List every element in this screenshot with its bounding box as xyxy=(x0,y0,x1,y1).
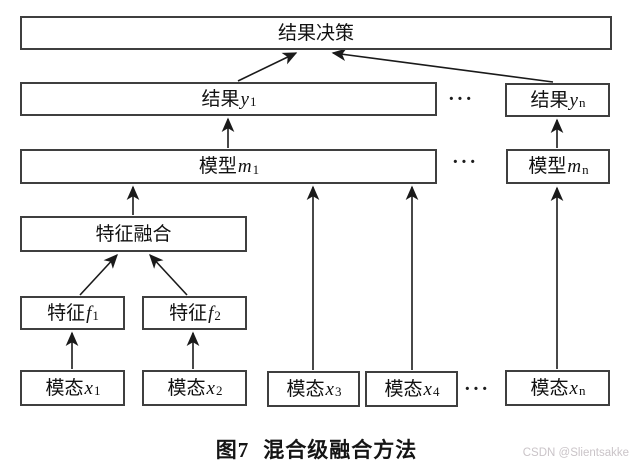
arrow-feature-f2-to-fusion xyxy=(149,253,188,296)
node-modal-xn-label: 模态 xyxy=(530,377,569,399)
node-feature-f1-var: f xyxy=(86,302,92,324)
figure-caption: 图7 混合级融合方法 xyxy=(0,434,633,464)
ellipsis-models: ··· xyxy=(452,151,479,173)
node-modal-x2-var: x xyxy=(206,377,215,399)
node-result-decision: 结果决策 xyxy=(20,16,612,50)
node-modal-x1-label: 模态 xyxy=(45,377,84,399)
ellipsis-results: ··· xyxy=(448,88,475,110)
node-feature-f2-var: f xyxy=(208,302,214,324)
node-modal-x1-var: x xyxy=(84,377,93,399)
figure-caption-number: 图7 xyxy=(215,438,250,462)
node-modal-x2-label: 模态 xyxy=(167,377,206,399)
figure-caption-title: 混合级融合方法 xyxy=(263,438,418,462)
ellipsis-modals: ··· xyxy=(464,378,491,400)
node-feature-fusion-label: 特征融合 xyxy=(95,223,172,245)
node-result-decision-label: 结果决策 xyxy=(277,22,354,44)
node-result-yn-label: 结果 xyxy=(530,89,569,111)
node-feature-f1-label: 特征 xyxy=(47,302,86,324)
arrow-result-y1-to-decision xyxy=(237,52,298,82)
node-model-mn-var: m xyxy=(567,156,582,177)
node-modal-xn-var: x xyxy=(569,377,578,399)
arrow-result-yn-to-decision xyxy=(331,48,554,83)
node-modal-x3-label: 模态 xyxy=(286,378,325,400)
node-feature-fusion: 特征融合 xyxy=(20,216,247,252)
csdn-watermark: CSDN @Slientsakke xyxy=(522,447,629,459)
node-result-y1-var: y xyxy=(240,88,249,110)
node-modal-x4-label: 模态 xyxy=(384,378,423,400)
node-result-yn-var: y xyxy=(569,89,578,111)
node-result-y1-label: 结果 xyxy=(201,88,240,110)
node-feature-f2-label: 特征 xyxy=(169,302,208,324)
node-modal-x4-var: x xyxy=(423,378,432,400)
node-model-mn-label: 模型 xyxy=(528,156,567,177)
arrow-feature-f1-to-fusion xyxy=(79,253,118,296)
node-model-m1-label: 模型 xyxy=(198,156,237,177)
node-modal-x3-var: x xyxy=(325,378,334,400)
node-model-m1-var: m xyxy=(237,156,252,177)
